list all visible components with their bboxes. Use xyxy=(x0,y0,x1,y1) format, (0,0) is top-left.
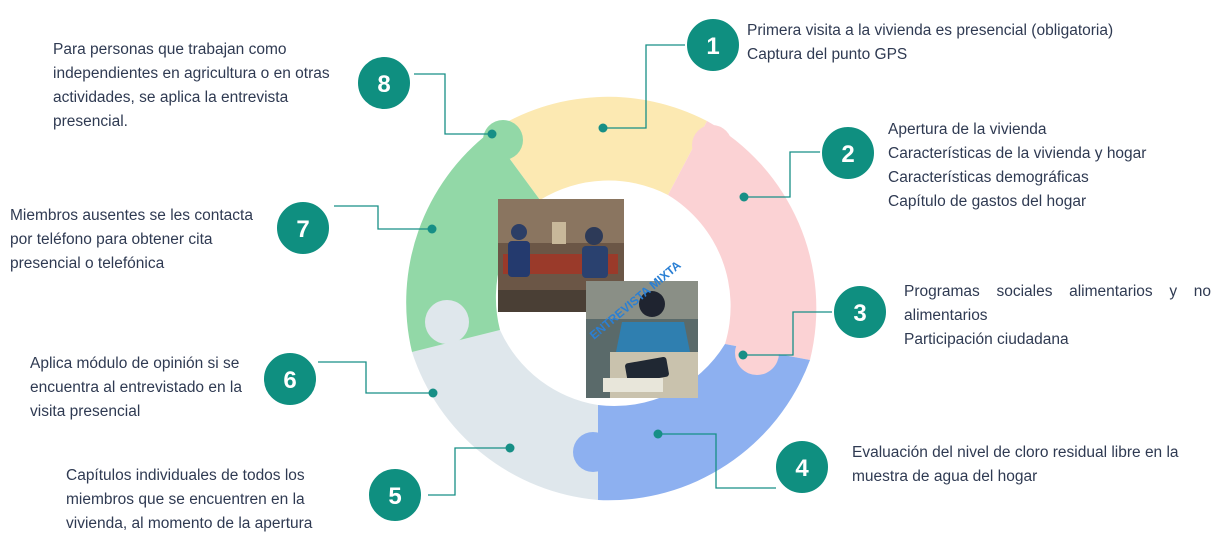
step-2-line: Capítulo de gastos del hogar xyxy=(888,193,1087,210)
piece-2-pink xyxy=(668,121,817,360)
step-5-line: miembros que se encuentren en la xyxy=(66,491,305,508)
connector-3 xyxy=(743,311,834,356)
svg-text:3: 3 xyxy=(853,300,866,327)
photo-interview-tablet xyxy=(586,281,698,398)
knob-blue-bottom xyxy=(573,432,613,472)
dot-8 xyxy=(487,129,497,139)
step-7-line: Miembros ausentes se les contacta xyxy=(10,207,253,224)
step-2-line: Características demográficas xyxy=(888,169,1089,186)
step-4-line: muestra de agua del hogar xyxy=(852,468,1038,485)
step-badge-3: 3 xyxy=(832,284,888,340)
step-6-description: Aplica módulo de opinión si se encuentra… xyxy=(30,352,242,424)
connector-2 xyxy=(744,151,822,198)
knob-pink-top xyxy=(692,125,732,165)
step-1-description: Primera visita a la vivienda es presenci… xyxy=(747,19,1113,67)
step-1-line: Captura del punto GPS xyxy=(747,46,908,63)
dot-5 xyxy=(505,443,515,453)
step-7-line: por teléfono para obtener cita xyxy=(10,231,213,248)
step-6-line: visita presencial xyxy=(30,403,141,420)
step-8-line: Para personas que trabajan como xyxy=(53,41,287,58)
step-6-line: Aplica módulo de opinión si se xyxy=(30,355,240,372)
step-2-description: Apertura de la vivienda Características … xyxy=(888,118,1146,214)
dot-3 xyxy=(738,350,748,360)
knob-grey-left xyxy=(425,300,469,344)
step-2-line: Apertura de la vivienda xyxy=(888,121,1047,138)
step-8-description: Para personas que trabajan como independ… xyxy=(53,38,330,134)
connector-dots xyxy=(427,123,749,453)
connector-5 xyxy=(428,447,510,496)
step-5-line: Capítulos individuales de todos los xyxy=(66,467,305,484)
step-3-line: alimentarios xyxy=(904,307,988,324)
connector-7 xyxy=(334,205,432,230)
step-4-line: Evaluación del nivel de cloro residual l… xyxy=(852,444,1179,461)
svg-text:5: 5 xyxy=(388,483,401,510)
piece-3-4-blue xyxy=(598,344,810,501)
step-badges: 1 2 3 4 5 6 7 8 xyxy=(262,17,888,523)
step-5-description: Capítulos individuales de todos los miem… xyxy=(66,464,312,536)
step-1-line: Primera visita a la vivienda es presenci… xyxy=(747,22,1114,39)
step-5-line: vivienda, al momento de la apertura xyxy=(66,515,313,532)
step-2-line: Características de la vivienda y hogar xyxy=(888,145,1147,162)
svg-text:1: 1 xyxy=(706,33,719,60)
step-badge-8: 8 xyxy=(356,55,412,111)
step-badge-1: 1 xyxy=(685,17,741,73)
step-badge-5: 5 xyxy=(367,467,423,523)
step-8-line: presencial. xyxy=(53,113,128,130)
connector-6 xyxy=(318,361,433,394)
svg-text:2: 2 xyxy=(841,141,854,168)
connector-4 xyxy=(658,433,776,489)
dot-2 xyxy=(739,192,749,202)
connector-8 xyxy=(414,73,492,135)
step-3-description: Programas sociales alimentarios y no ali… xyxy=(904,280,1211,352)
dot-6 xyxy=(428,388,438,398)
connector-1 xyxy=(603,44,687,129)
step-badge-7: 7 xyxy=(275,200,331,256)
svg-text:8: 8 xyxy=(377,71,390,98)
svg-text:4: 4 xyxy=(795,455,809,482)
knob-green-top xyxy=(483,120,523,160)
svg-text:6: 6 xyxy=(283,367,296,394)
piece-7-8-green xyxy=(406,132,540,352)
step-3-line: Programas sociales alimentarios y no xyxy=(904,283,1211,300)
step-4-description: Evaluación del nivel de cloro residual l… xyxy=(852,441,1179,489)
piece-5-6-grey xyxy=(412,330,598,500)
interview-photo-collage: ENTREVISTA MIXTA xyxy=(498,199,698,398)
step-7-line: presencial o telefónica xyxy=(10,255,165,272)
dot-7 xyxy=(427,224,437,234)
puzzle-ring xyxy=(406,96,817,501)
connectors xyxy=(318,44,834,496)
knob-pink-right xyxy=(735,331,779,375)
step-badge-6: 6 xyxy=(262,351,318,407)
dot-1 xyxy=(598,123,608,133)
step-6-line: encuentra al entrevistado en la xyxy=(30,379,242,396)
step-3-line: Participación ciudadana xyxy=(904,331,1069,348)
piece-1-yellow xyxy=(490,96,707,200)
dot-4 xyxy=(653,429,663,439)
step-8-line: actividades, se aplica la entrevista xyxy=(53,89,289,106)
step-7-description: Miembros ausentes se les contacta por te… xyxy=(10,204,253,276)
step-badge-2: 2 xyxy=(820,125,876,181)
step-badge-4: 4 xyxy=(774,439,830,495)
step-8-line: independientes en agricultura o en otras xyxy=(53,65,330,82)
svg-text:7: 7 xyxy=(296,216,309,243)
